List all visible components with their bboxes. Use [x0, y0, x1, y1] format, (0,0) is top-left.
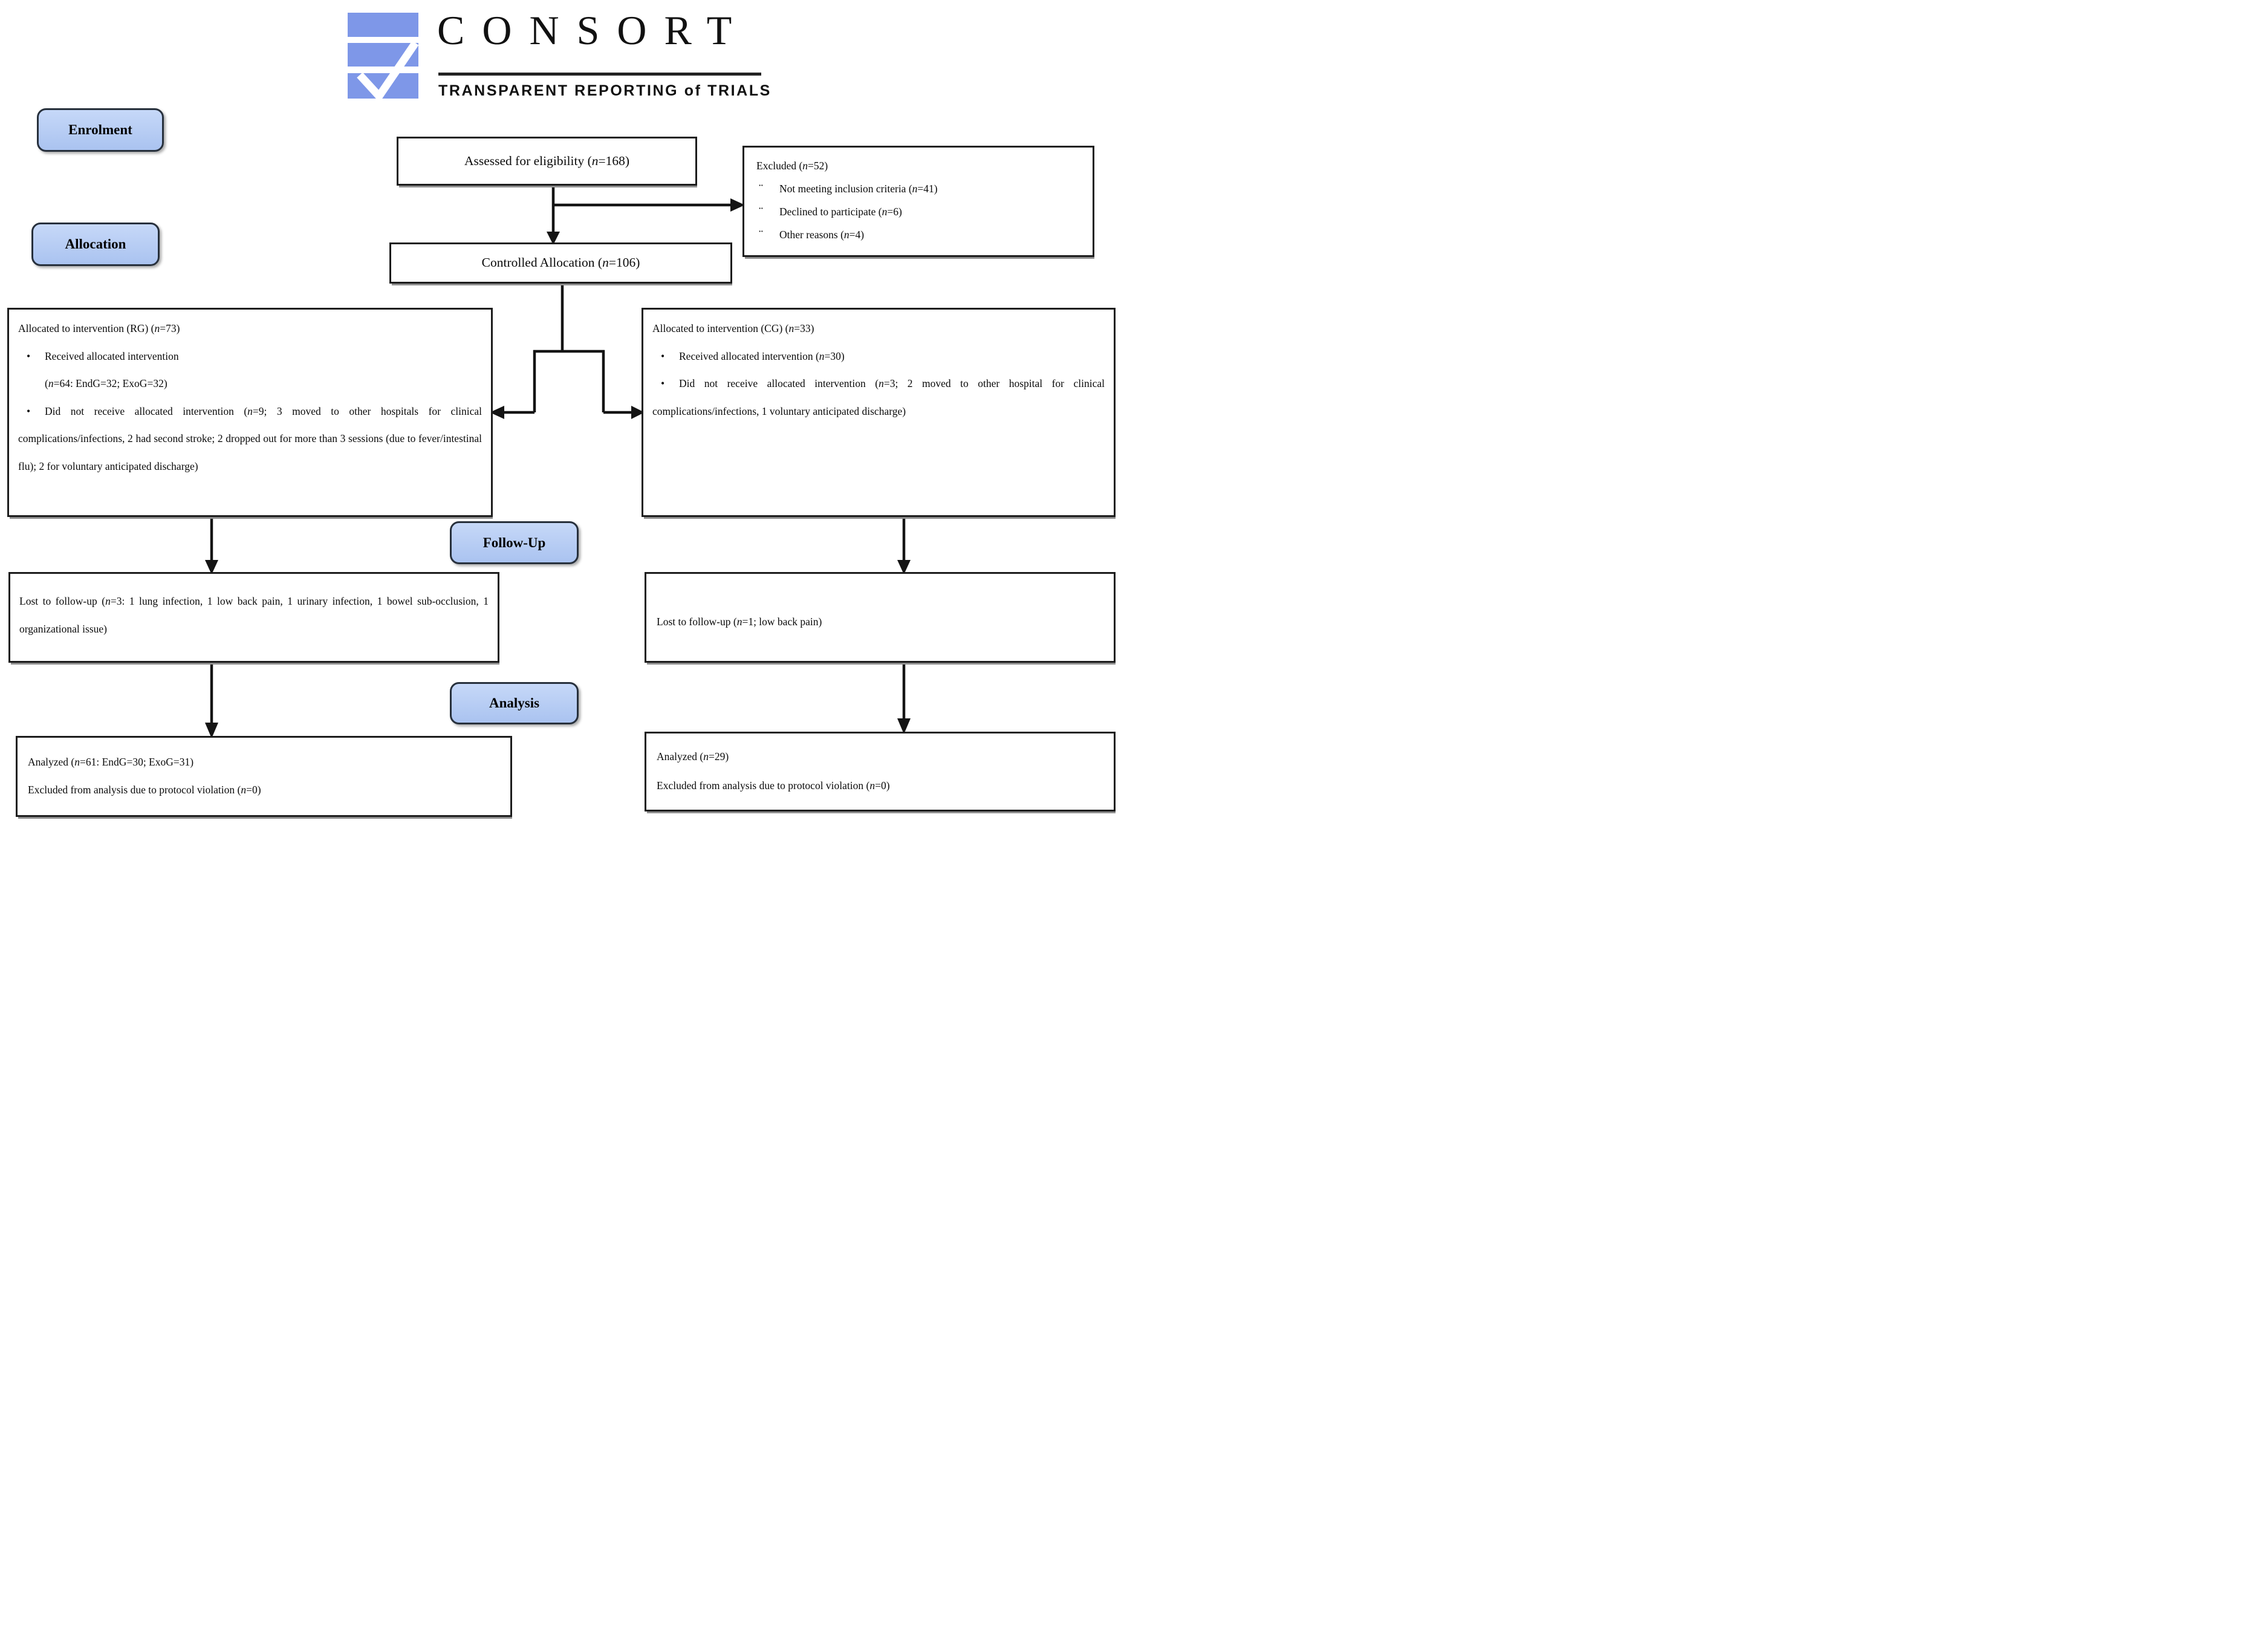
stage-badge-enrolment: Enrolment — [37, 108, 164, 152]
box-analyzed-rg: Analyzed (n=61: EndG=30; ExoG=31) Exclud… — [16, 736, 512, 817]
excluded-item-text: Other reasons (n=4) — [779, 229, 865, 241]
excluded-item-text: Not meeting inclusion criteria (n=41) — [779, 183, 938, 195]
analyzed-rg-line2: Excluded from analysis due to protocol v… — [28, 784, 261, 796]
logo-title: CONSORT — [437, 7, 750, 53]
box-lost-followup-rg: Lost to follow-up (n=3: 1 lung infection… — [8, 572, 499, 663]
dieresis-bullet-icon: ¨ — [759, 181, 763, 196]
analyzed-cg-line1: Analyzed (n=29) — [657, 750, 729, 763]
stage-badge-label: Analysis — [489, 695, 540, 711]
cg-title: Allocated to intervention (CG) (n=33) — [652, 322, 814, 334]
rg-item-received-detail: (n=64: EndG=32; ExoG=32) — [45, 377, 167, 389]
checkmark-icon — [357, 41, 418, 99]
analyzed-rg-line1: Analyzed (n=61: EndG=30; ExoG=31) — [28, 756, 194, 768]
controlled-text: Controlled Allocation (n=106) — [481, 255, 640, 270]
excluded-item: ¨ Other reasons (n=4) — [756, 223, 1080, 246]
box-assessed-eligibility: Assessed for eligibility (n=168) — [397, 137, 697, 186]
lost-cg-text: Lost to follow-up (n=1; low back pain) — [657, 616, 822, 628]
box-allocated-rg: Allocated to intervention (RG) (n=73) • … — [7, 308, 493, 517]
rg-item-received-text: Received allocated intervention (n=64: E… — [45, 350, 179, 390]
dieresis-bullet-icon: ¨ — [759, 227, 763, 242]
box-analyzed-cg: Analyzed (n=29) Excluded from analysis d… — [645, 732, 1116, 811]
box-allocated-cg: Allocated to intervention (CG) (n=33) • … — [642, 308, 1116, 517]
stage-badge-allocation: Allocation — [31, 223, 160, 266]
cg-item-notreceived-text: Did not receive allocated intervention (… — [652, 377, 1105, 417]
cg-item-received-text: Received allocated intervention (n=30) — [679, 350, 845, 362]
analyzed-cg-line2: Excluded from analysis due to protocol v… — [657, 779, 890, 792]
excluded-title: Excluded (n=52) — [756, 160, 828, 172]
box-controlled-allocation: Controlled Allocation (n=106) — [389, 242, 732, 284]
stage-badge-label: Follow-Up — [482, 535, 546, 550]
stage-badge-label: Allocation — [65, 236, 126, 252]
stage-badge-label: Enrolment — [68, 122, 132, 137]
dieresis-bullet-icon: ¨ — [759, 204, 763, 219]
lost-rg-text: Lost to follow-up (n=3: 1 lung infection… — [19, 595, 489, 635]
logo-rule — [438, 73, 761, 76]
rg-title: Allocated to intervention (RG) (n=73) — [18, 322, 180, 334]
consort-logo-mark-icon — [348, 13, 418, 99]
consort-flow-diagram: CONSORT TRANSPARENT REPORTING of TRIALS … — [0, 0, 1124, 826]
rg-item-notreceived: •Did not receive allocated intervention … — [18, 398, 482, 481]
flow-connector-arrows — [205, 187, 911, 738]
logo-tagline: TRANSPARENT REPORTING of TRIALS — [438, 82, 772, 99]
assessed-text: Assessed for eligibility (n=168) — [464, 153, 630, 168]
cg-item-notreceived: •Did not receive allocated intervention … — [652, 370, 1105, 425]
excluded-item: ¨ Not meeting inclusion criteria (n=41) — [756, 177, 1080, 200]
stage-badge-followup: Follow-Up — [450, 521, 579, 564]
excluded-item-text: Declined to participate (n=6) — [779, 206, 902, 218]
bullet-icon: • — [661, 377, 665, 389]
excluded-item: ¨ Declined to participate (n=6) — [756, 200, 1080, 223]
consort-logo: CONSORT TRANSPARENT REPORTING of TRIALS — [348, 7, 772, 106]
box-lost-followup-cg: Lost to follow-up (n=1; low back pain) — [645, 572, 1116, 663]
bullet-icon: • — [661, 350, 665, 362]
stage-badge-analysis: Analysis — [450, 682, 579, 724]
box-excluded: Excluded (n=52) ¨ Not meeting inclusion … — [742, 146, 1094, 257]
rg-item-received: • Received allocated intervention (n=64:… — [18, 343, 482, 398]
cg-item-received: • Received allocated intervention (n=30) — [652, 343, 1105, 371]
bullet-icon: • — [27, 405, 31, 417]
bullet-icon: • — [27, 350, 31, 362]
rg-item-notreceived-text: Did not receive allocated intervention (… — [18, 405, 482, 472]
